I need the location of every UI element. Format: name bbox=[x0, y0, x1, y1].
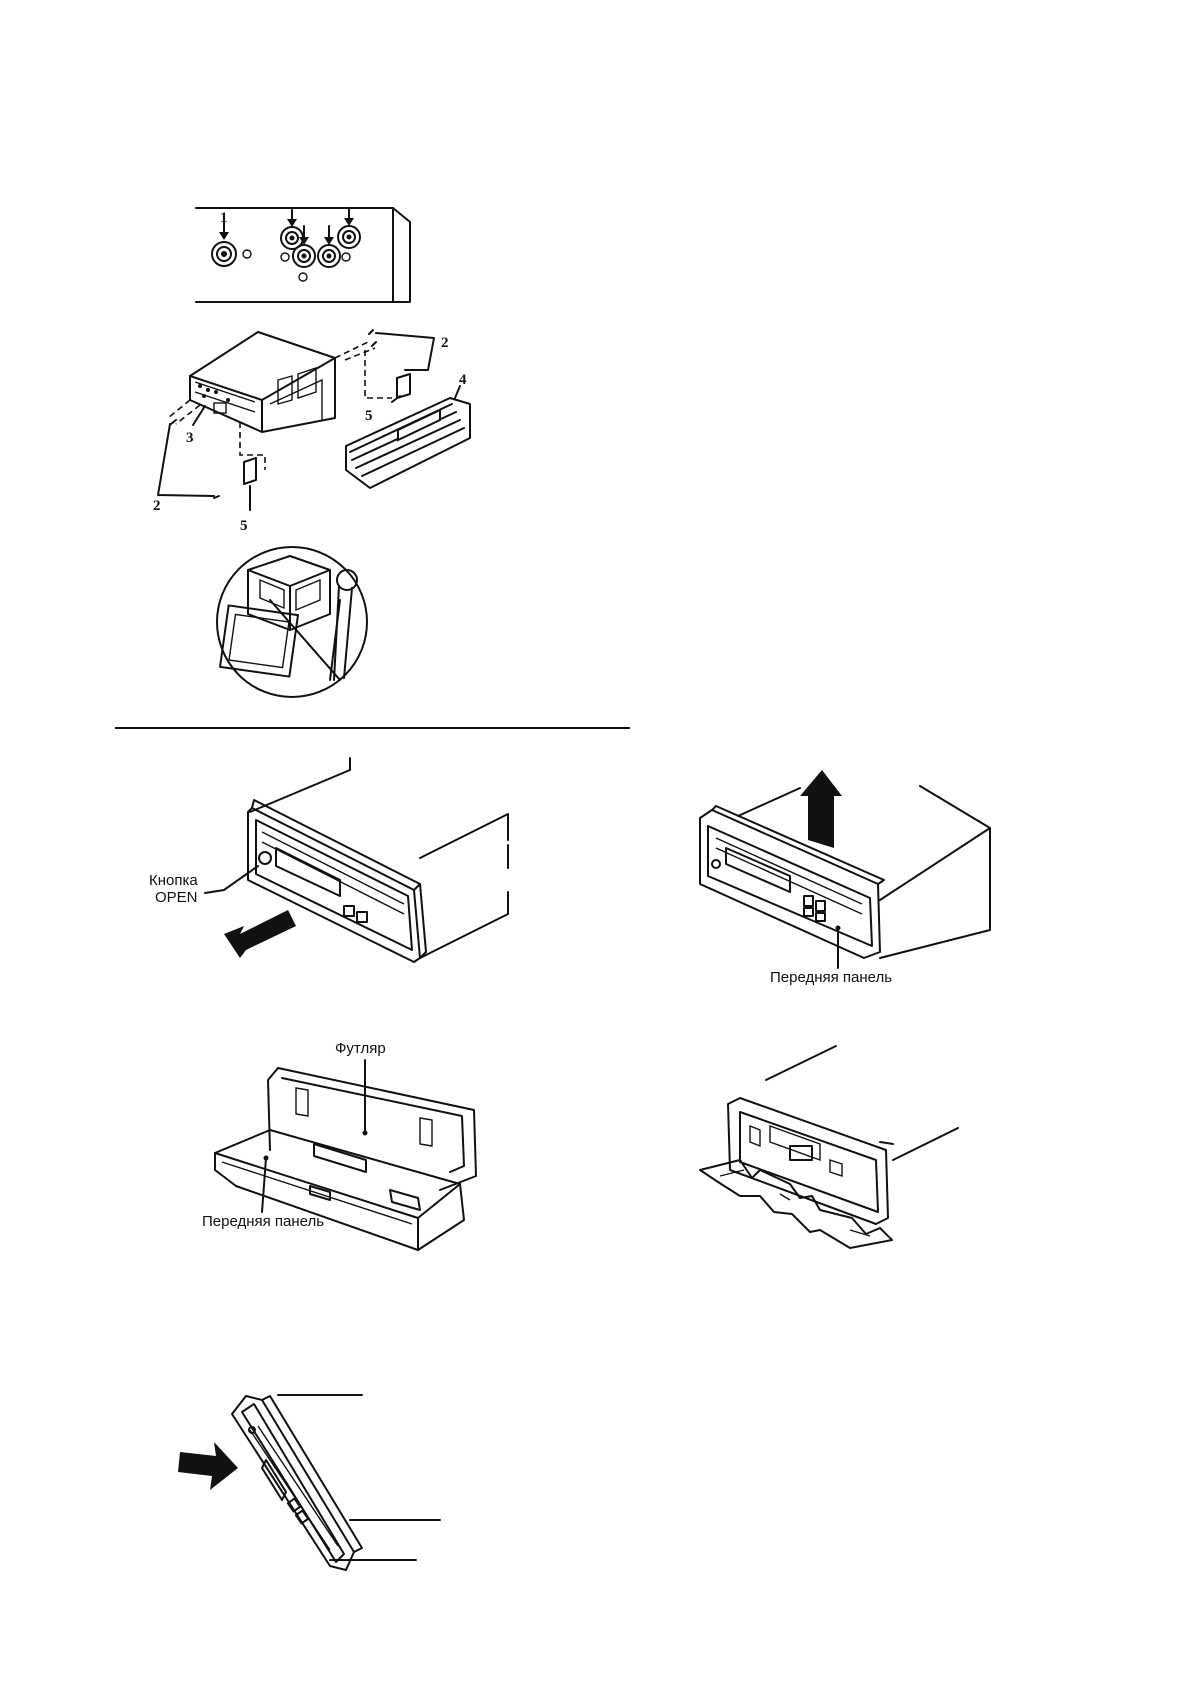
open-button-label-line2: OPEN bbox=[155, 889, 198, 906]
callout-5-right: 5 bbox=[365, 408, 373, 424]
case-label: Футляр bbox=[335, 1040, 386, 1057]
callout-1: 1 bbox=[220, 210, 228, 226]
callout-4: 4 bbox=[459, 372, 467, 388]
front-panel-label-lift: Передняя панель bbox=[770, 969, 893, 986]
antenna-jack bbox=[211, 213, 252, 267]
section-divider bbox=[115, 727, 630, 729]
callout-2-upper: 2 bbox=[441, 335, 449, 351]
trim-sleeve bbox=[345, 397, 471, 489]
callout-2-lower: 2 bbox=[153, 498, 161, 514]
rca-jacks bbox=[280, 207, 361, 282]
front-panel-label-case: Передняя панель bbox=[202, 1213, 325, 1230]
open-button-label-line1: Кнопка bbox=[149, 872, 198, 889]
callout-5-bottom: 5 bbox=[240, 518, 248, 534]
callout-3: 3 bbox=[186, 430, 194, 446]
